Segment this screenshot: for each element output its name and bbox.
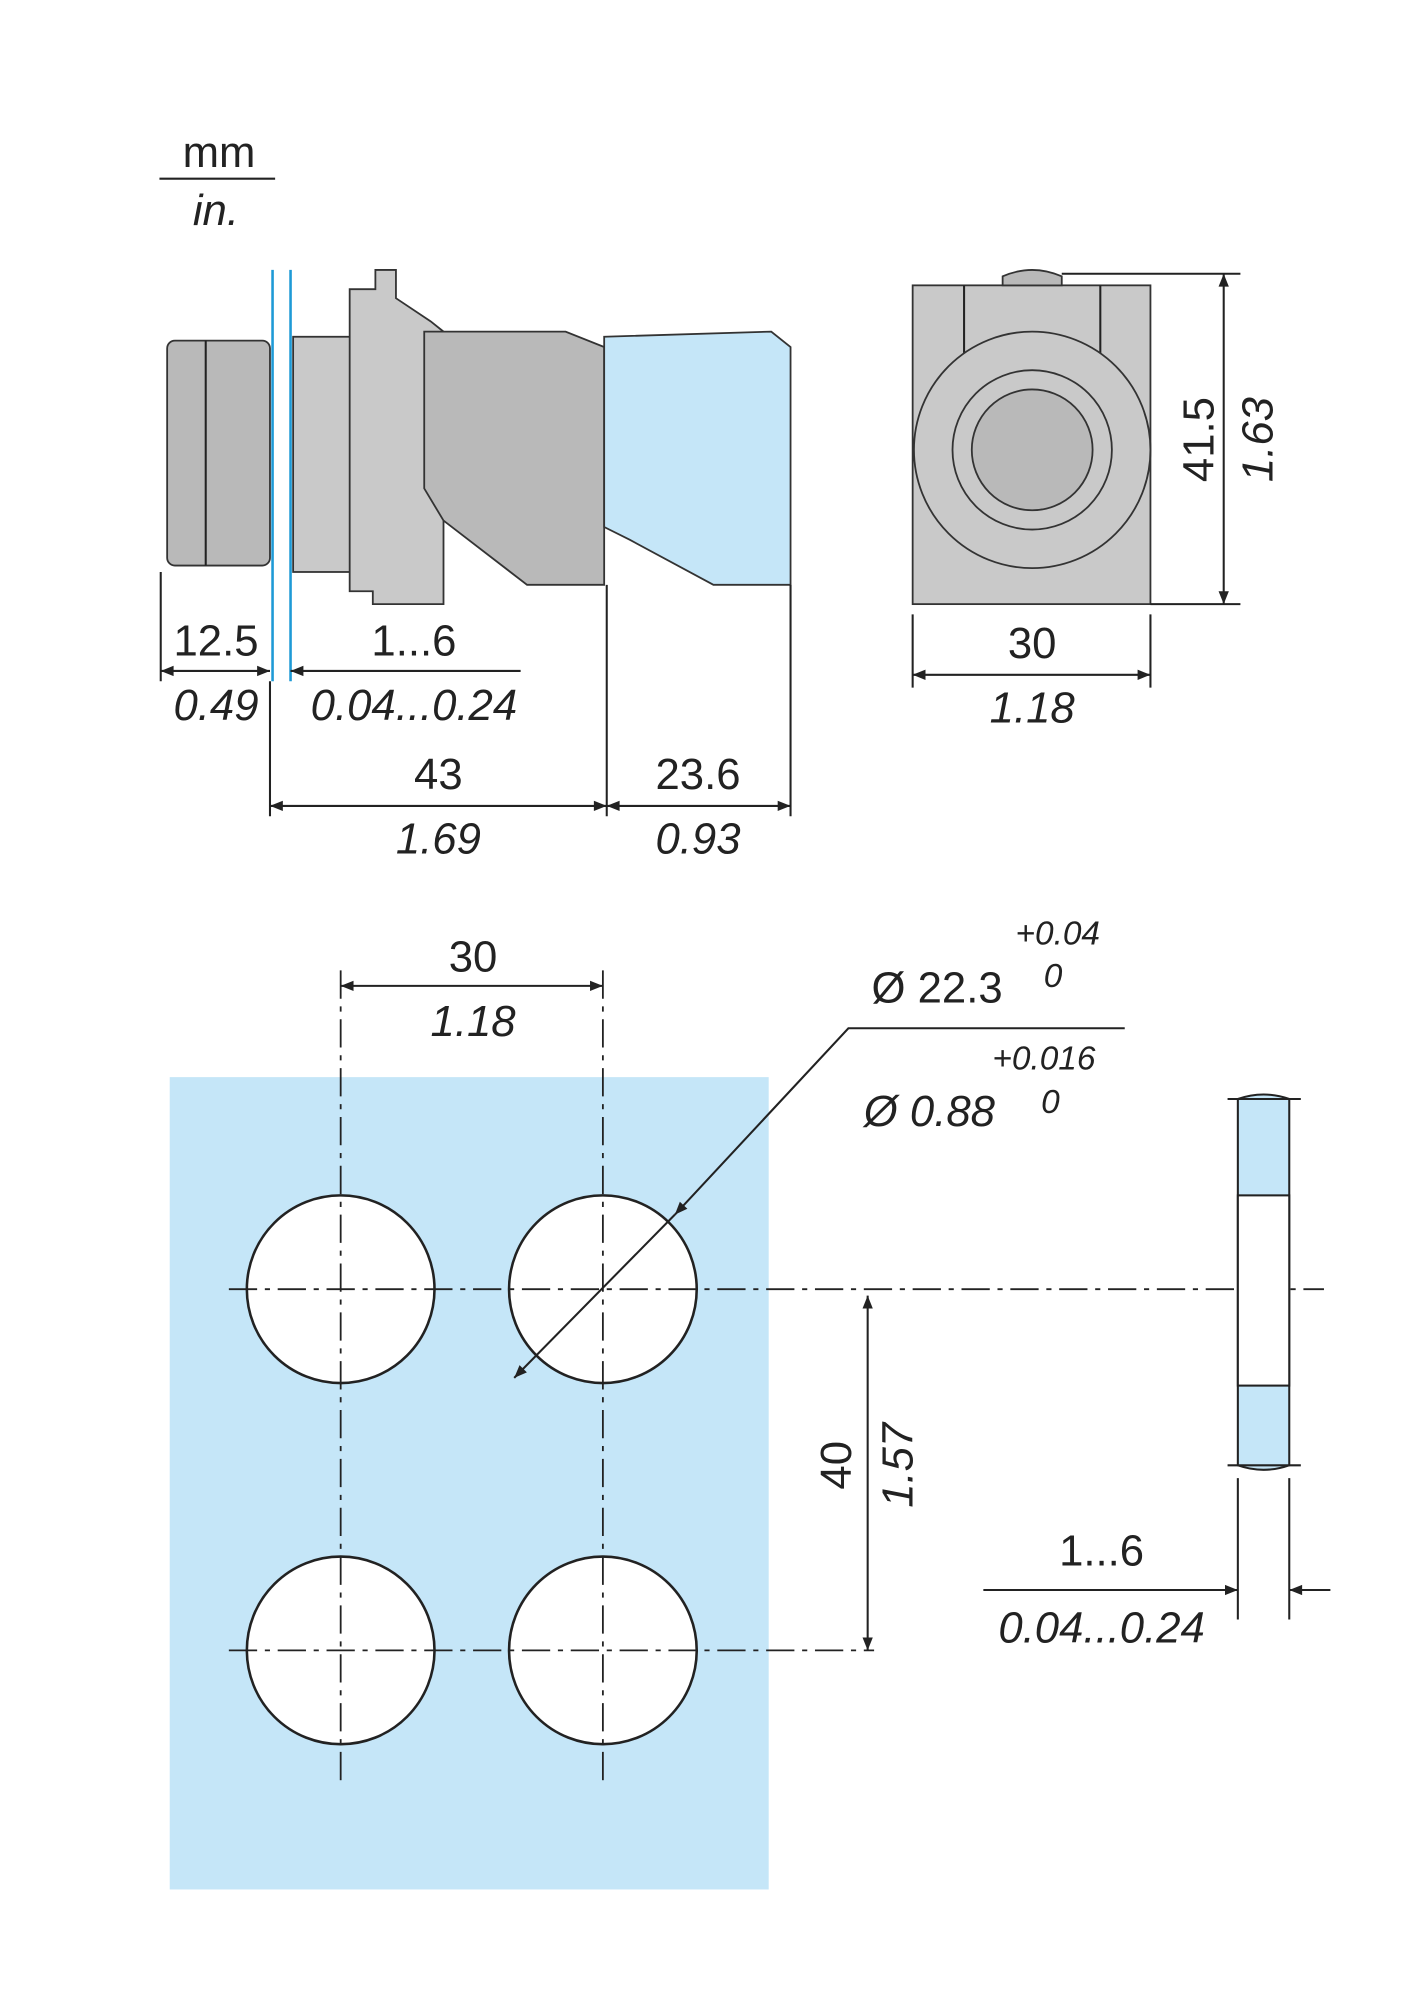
block-depth-mm: 23.6 <box>655 750 740 799</box>
front-height-mm: 41.5 <box>1174 397 1223 482</box>
hole-tol-upper-mm: +0.04 <box>1015 916 1100 953</box>
front-height-in: 1.63 <box>1234 397 1283 482</box>
hole-tol-upper-in: +0.016 <box>992 1040 1096 1077</box>
units-legend: mm in. <box>159 128 276 235</box>
section-thickness-mm: 1...6 <box>1059 1527 1144 1576</box>
body-depth-mm: 43 <box>414 750 463 799</box>
spacing-h-mm: 30 <box>449 933 498 982</box>
hole-diameter-in: Ø 0.88 <box>862 1087 996 1136</box>
section-thickness-in: 0.04...0.24 <box>998 1604 1204 1653</box>
button-cap <box>970 388 1094 512</box>
front-width-in: 1.18 <box>990 683 1076 732</box>
front-view: 30 1.18 41.5 1.63 <box>911 269 1283 732</box>
hole-tol-lower-mm: 0 <box>1044 958 1063 995</box>
body-depth-in: 1.69 <box>396 814 481 863</box>
panel-cutout: 30 1.18 40 1.57 Ø 22.3 +0.04 0 Ø 0.88 +0… <box>169 916 1331 1890</box>
head-depth-mm: 12.5 <box>173 617 258 666</box>
head-depth-in: 0.49 <box>173 681 258 730</box>
unit-in: in. <box>193 186 239 235</box>
additional-contact-block <box>603 330 792 586</box>
button-head <box>166 339 271 567</box>
panel-section <box>983 1093 1331 1620</box>
hole-diameter-mm: Ø 22.3 <box>872 964 1003 1013</box>
front-width-mm: 30 <box>1008 619 1057 668</box>
panel-thickness-in: 0.04...0.24 <box>311 681 517 730</box>
unit-mm: mm <box>183 128 256 177</box>
contact-body <box>423 330 606 586</box>
side-view: 12.5 0.49 1...6 0.04...0.24 43 1.69 23.6… <box>159 269 792 863</box>
spacing-h-in: 1.18 <box>431 997 517 1046</box>
mounting-collar <box>348 269 445 606</box>
hole-tol-lower-in: 0 <box>1041 1084 1060 1121</box>
panel-area <box>169 1077 769 1890</box>
spacing-v-mm: 40 <box>812 1441 861 1490</box>
spacing-v-in: 1.57 <box>874 1421 923 1508</box>
block-depth-in: 0.93 <box>655 814 740 863</box>
panel-thickness-mm: 1...6 <box>371 617 456 666</box>
